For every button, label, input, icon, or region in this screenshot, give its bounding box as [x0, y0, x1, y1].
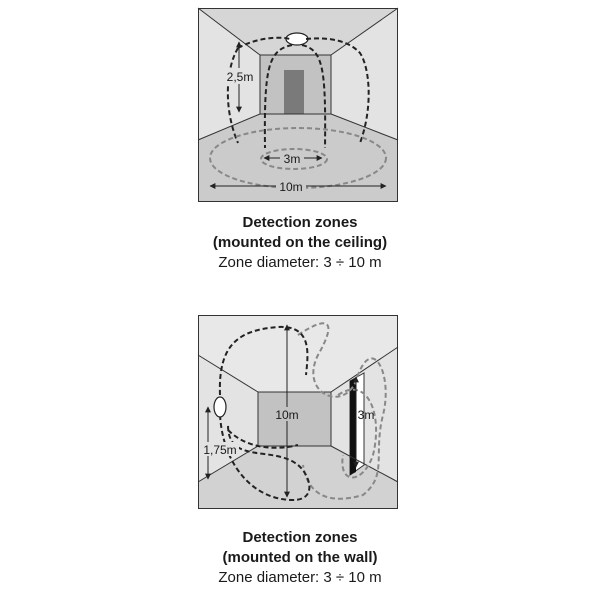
outer-zone-boundary: [237, 36, 370, 144]
wall-caption-title: Detection zones: [242, 529, 358, 546]
floor-lobe-zone: [227, 429, 299, 449]
ceiling-caption: Detection zones (mounted on the ceiling)…: [100, 213, 500, 273]
ceiling-caption-diameter: Zone diameter: 3 ÷ 10 m: [218, 254, 382, 271]
ceiling-caption-title: Detection zones: [242, 214, 358, 231]
ceiling-sensor-icon: [285, 32, 309, 46]
ceiling-mount-diagram: 2,5m 3m 10m: [197, 7, 399, 202]
door-height-label: 3m: [358, 408, 375, 422]
mount-height-label: 1,75m: [203, 443, 236, 457]
range-label-bg: [272, 407, 302, 421]
room-edges: [197, 7, 399, 202]
mount-height-label-bg: [201, 442, 239, 456]
wall-room-illustration: 10m 3m 1,75m: [197, 315, 399, 509]
floor-surface: [198, 446, 398, 509]
height-label: 2,5m: [227, 70, 254, 84]
door-lobe-zone: [337, 388, 378, 479]
inner-floor-zone: [260, 148, 328, 170]
door: [284, 70, 304, 114]
wall-caption: Detection zones (mounted on the wall) Zo…: [100, 528, 500, 588]
left-lobe-zone: [218, 325, 311, 502]
wall-caption-subtitle: (mounted on the wall): [222, 549, 378, 566]
height-label-bg: [220, 68, 258, 84]
right-wall: [331, 8, 398, 140]
wall-sensor-icon: [213, 396, 227, 418]
inner-diameter-label: 3m: [284, 152, 301, 166]
outer-zone-left: [226, 47, 239, 144]
ceiling-caption-subtitle: (mounted on the ceiling): [212, 234, 388, 251]
range-label: 10m: [275, 408, 298, 422]
inner-zone-right: [301, 44, 327, 149]
ceiling-room-illustration: 2,5m 3m 10m: [197, 7, 399, 202]
door-edge: [350, 378, 356, 475]
inner-label-bg: [280, 151, 304, 165]
outer-diameter-label: 10m: [279, 180, 302, 194]
outer-label-bg: [276, 179, 306, 193]
wall-mount-diagram: 10m 3m 1,75m: [197, 315, 399, 509]
wall-caption-diameter: Zone diameter: 3 ÷ 10 m: [218, 569, 382, 586]
inner-zone-left: [263, 44, 293, 149]
